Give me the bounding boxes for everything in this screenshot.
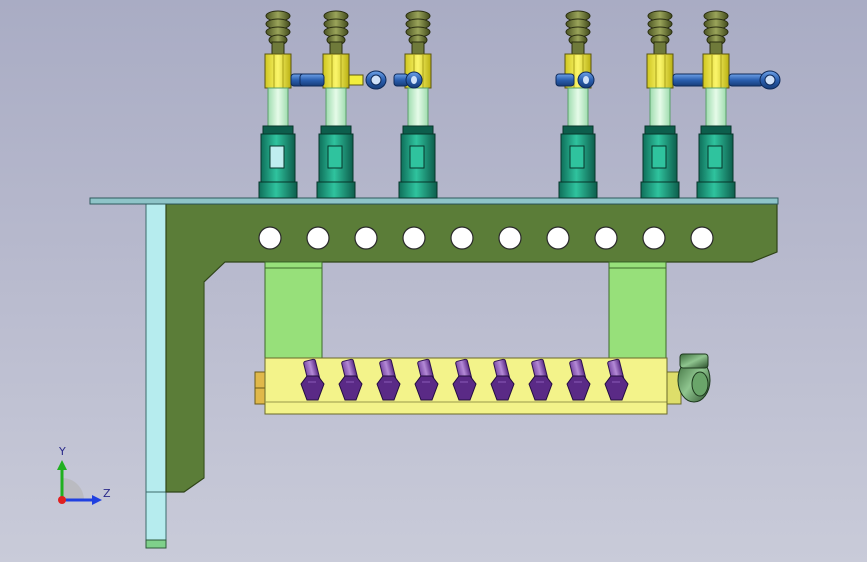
bracket-hole bbox=[642, 226, 666, 250]
push-in-fitting bbox=[490, 358, 515, 401]
push-in-fitting bbox=[604, 358, 629, 401]
bracket-hole bbox=[546, 226, 570, 250]
bracket-hole bbox=[354, 226, 378, 250]
support-block-right bbox=[608, 261, 667, 359]
coordinate-triad: Y Z bbox=[57, 445, 111, 505]
vacuum-sensor-fitting bbox=[299, 70, 387, 90]
vacuum-cup-assemblies bbox=[258, 10, 781, 199]
bracket-hole bbox=[402, 226, 426, 250]
push-in-fitting bbox=[566, 358, 591, 401]
bracket-hole bbox=[258, 226, 282, 250]
vacuum-sensor-fitting bbox=[728, 70, 781, 90]
push-in-fitting bbox=[300, 358, 325, 401]
bracket-hole bbox=[450, 226, 474, 250]
l-bracket bbox=[165, 203, 778, 493]
support-post bbox=[145, 201, 167, 549]
bracket-hole bbox=[498, 226, 522, 250]
bracket-hole bbox=[306, 226, 330, 250]
top-plate bbox=[89, 197, 779, 205]
vacuum-cup-assembly bbox=[393, 10, 438, 199]
elbow-fitting bbox=[677, 353, 711, 403]
push-in-fitting bbox=[452, 358, 477, 401]
x-axis-dot bbox=[58, 496, 66, 504]
support-block-left bbox=[264, 261, 323, 359]
vacuum-sensor-fitting bbox=[555, 71, 595, 89]
z-axis-label: Z bbox=[103, 487, 111, 500]
bracket-holes bbox=[258, 226, 714, 250]
push-in-fitting bbox=[376, 358, 401, 401]
push-in-fitting bbox=[528, 358, 553, 401]
vacuum-cup-assembly bbox=[696, 10, 781, 199]
push-in-fitting bbox=[414, 358, 439, 401]
bracket-hole bbox=[594, 226, 618, 250]
y-axis-label: Y bbox=[58, 445, 66, 458]
push-in-fitting bbox=[338, 358, 363, 401]
vacuum-cup-assembly bbox=[299, 10, 387, 199]
vacuum-sensor-fitting bbox=[393, 71, 423, 89]
vacuum-cup-assembly bbox=[555, 10, 598, 199]
vacuum-cup-assembly bbox=[640, 10, 725, 199]
bracket-hole bbox=[690, 226, 714, 250]
manifold-fittings bbox=[300, 358, 629, 401]
